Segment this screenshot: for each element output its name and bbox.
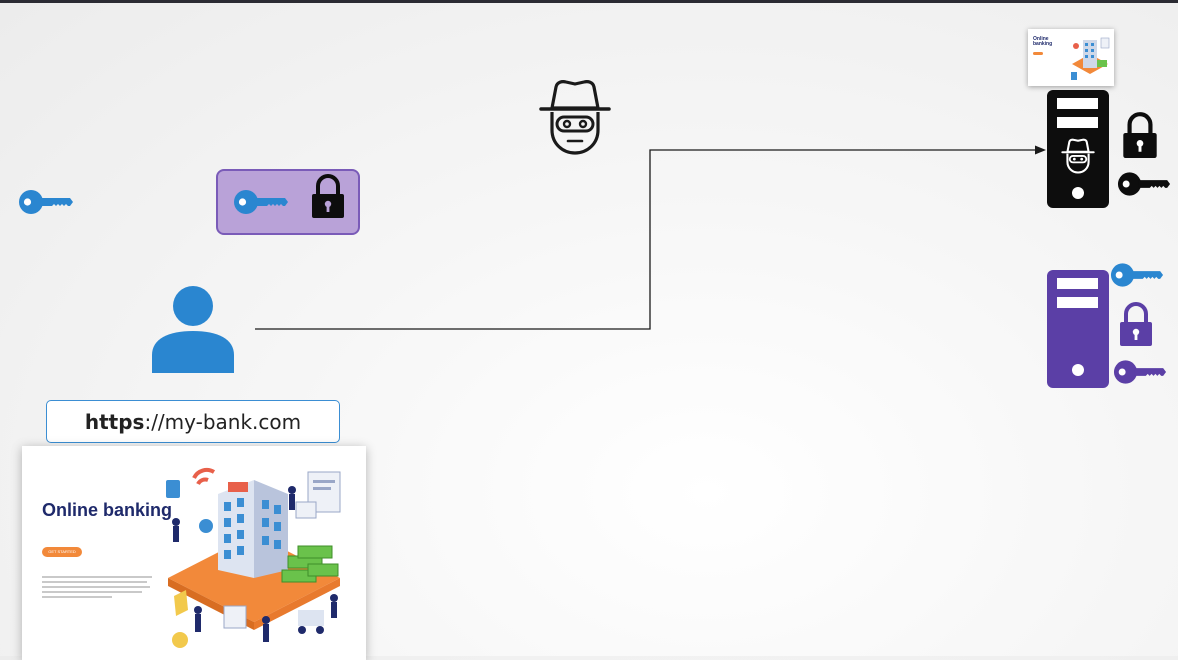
lock-icon: [312, 174, 344, 218]
url-bar[interactable]: https://my-bank.com: [46, 400, 340, 443]
encrypted-key-box: [216, 169, 360, 235]
lock-icon: [1123, 112, 1157, 158]
bank-server-icon: [1047, 270, 1109, 388]
bank-title: Online banking: [42, 500, 173, 520]
arrow-head-icon: [1035, 145, 1046, 155]
url-scheme: https: [84, 409, 145, 434]
get-started-button[interactable]: GET STARTED: [42, 547, 82, 557]
url-domain: ://my-bank.com: [144, 409, 302, 434]
user-icon: [152, 286, 234, 373]
hacker-icon: [1061, 138, 1095, 174]
key-icon: [19, 190, 73, 214]
key-icon: [234, 190, 288, 214]
mini-bank-illustration: [1071, 37, 1110, 80]
bank-webpage: Online banking GET STARTED: [22, 446, 366, 660]
mini-bank-button: [1033, 52, 1043, 55]
hacker-server-icon: [1047, 90, 1109, 208]
bank-illustration: [166, 467, 341, 648]
mini-bank-title: Online banking: [1033, 36, 1053, 47]
key-icon: [1110, 263, 1164, 287]
top-border: [0, 0, 1178, 3]
mini-bank-page: Online banking: [1028, 29, 1114, 86]
lock-icon: [1120, 302, 1152, 346]
key-icon: [1117, 172, 1171, 196]
hacker-icon: [539, 80, 611, 155]
key-icon: [1113, 360, 1167, 384]
bank-description: [42, 576, 152, 601]
